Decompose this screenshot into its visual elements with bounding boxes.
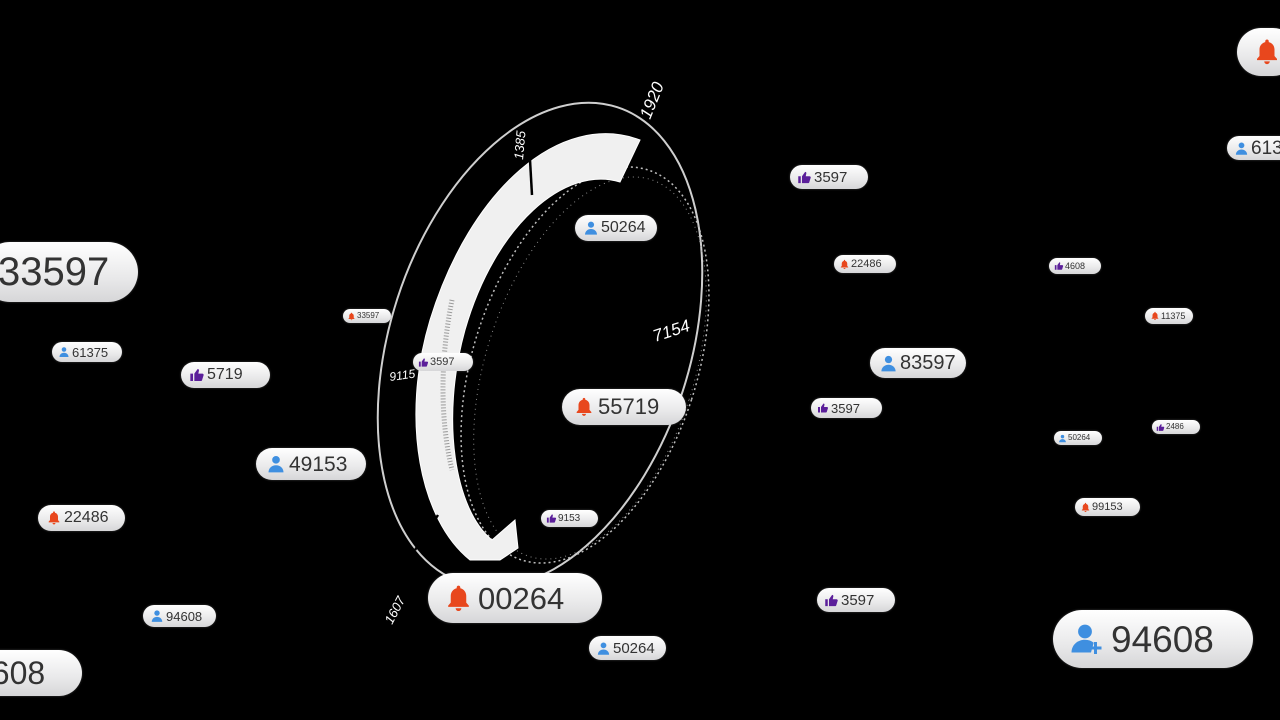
badge-count: 50264: [613, 639, 655, 657]
notification-badge: 2486: [1152, 420, 1200, 434]
inner-ring-dotted: [460, 166, 710, 564]
notification-badge: 83597: [870, 348, 966, 378]
notification-badge: 49153: [256, 448, 366, 480]
outer-ring: [376, 101, 704, 589]
notification-badge: 22486: [834, 255, 896, 273]
badge-count: 22486: [851, 257, 882, 270]
notification-badge: 50264: [575, 215, 657, 241]
like-icon: [818, 403, 828, 413]
bell-icon: [48, 511, 60, 525]
notification-badge: 3597: [811, 398, 882, 418]
user-icon: [597, 642, 610, 655]
ring-label-top: 1920: [636, 79, 668, 122]
notification-badge: 94608: [143, 605, 216, 627]
inner-ring-dotted-2: [473, 176, 707, 560]
badge-count: 83597: [900, 352, 956, 374]
bell-icon: [1151, 311, 1159, 321]
user-icon: [59, 347, 69, 357]
badge-count: 33597: [357, 311, 380, 320]
badge-count: 3597: [430, 355, 455, 368]
badge-count: 4608: [1065, 260, 1086, 271]
notification-badge: 55719: [562, 389, 686, 425]
notification-badge: 11375: [1145, 308, 1193, 324]
badge-count: 61375: [72, 344, 109, 360]
badge-count: 99153: [1092, 500, 1123, 513]
ring-label-right: 7154: [650, 316, 692, 346]
ring-label-left: 9115: [388, 366, 416, 384]
notification-badge: 50264: [589, 636, 666, 660]
notification-badge: 4608: [1049, 258, 1101, 274]
badge-count: 50264: [601, 219, 646, 236]
badge-count: 2486: [1166, 422, 1184, 431]
user-plus-icon: [1071, 624, 1102, 654]
notification-badge: 50264: [1054, 431, 1102, 445]
like-icon: [1156, 423, 1165, 431]
badge-count: 50264: [1068, 433, 1091, 442]
bell-icon: [348, 312, 355, 320]
notification-badge: 94608: [1053, 610, 1253, 668]
notification-badge: 61375: [52, 342, 122, 362]
like-icon: [190, 369, 204, 381]
notification-badge: 33597: [0, 242, 138, 302]
user-icon: [585, 221, 597, 235]
notification-badge: [1237, 28, 1280, 76]
badge-count: 00264: [478, 580, 565, 616]
like-icon: [546, 514, 557, 523]
bell-icon: [1081, 502, 1090, 512]
badge-count: 49153: [289, 452, 348, 476]
notification-badge: 5719: [181, 362, 270, 388]
badge-count: 33597: [0, 250, 110, 294]
badge-count: 3597: [814, 168, 848, 186]
like-icon: [825, 594, 838, 606]
badge-count: 94608: [166, 608, 203, 624]
notification-badge: 613: [1227, 136, 1280, 160]
badge-count: 3597: [841, 591, 875, 609]
like-icon: [798, 171, 811, 183]
notification-badge: 99153: [1075, 498, 1140, 516]
badge-count: 11375: [1161, 310, 1186, 321]
bell-icon: [448, 585, 469, 611]
arc-tick-top: [528, 159, 534, 196]
arc-tick-bottom: [413, 514, 440, 551]
user-icon: [151, 610, 163, 622]
ring-label-bottom: 1607: [381, 593, 408, 626]
notification-badge: 22486: [38, 505, 125, 531]
badge-count: 22486: [64, 509, 109, 526]
user-icon: [268, 456, 284, 473]
notification-badge: 9153: [541, 510, 598, 527]
badge-count: 9153: [558, 512, 581, 524]
like-icon: [1054, 262, 1064, 270]
badge-count: 3597: [831, 400, 860, 416]
notification-badge: 3597: [790, 165, 868, 189]
bell-icon: [1257, 39, 1277, 65]
notification-badge: 33597: [343, 309, 391, 323]
badge-count: 4608: [0, 655, 46, 691]
bell-icon: [840, 259, 849, 269]
bell-icon: [576, 397, 592, 416]
like-icon: [418, 357, 429, 367]
user-icon: [1235, 142, 1248, 155]
user-icon: [881, 355, 896, 371]
arc-hatch: [440, 299, 455, 471]
notification-badge: 4608: [0, 650, 82, 696]
notification-badge: 3597: [817, 588, 895, 612]
notification-badge: 00264: [428, 573, 602, 623]
notification-badge: 3597: [413, 353, 473, 371]
badge-count: 613: [1251, 137, 1280, 159]
progress-arc: [415, 133, 641, 561]
ring-label-upper: 1385: [511, 129, 529, 160]
badge-count: 94608: [1111, 618, 1214, 660]
user-icon: [1059, 434, 1066, 442]
badge-count: 55719: [598, 394, 660, 419]
badge-count: 5719: [207, 366, 243, 383]
